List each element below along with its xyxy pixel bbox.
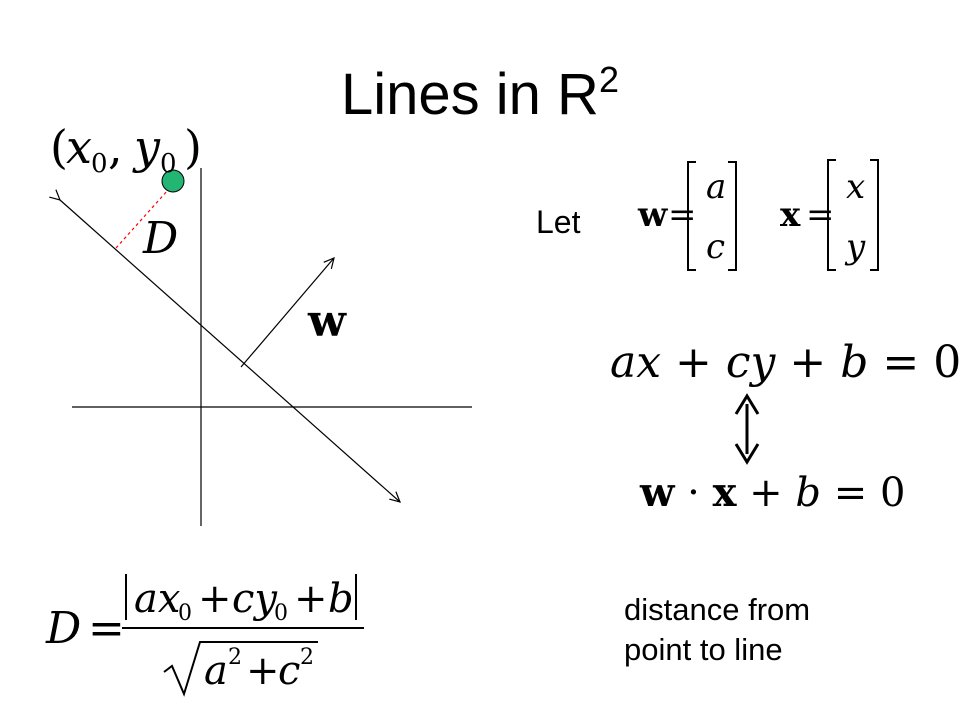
svg-text:x: x: [846, 167, 865, 207]
svg-text:0: 0: [91, 149, 108, 179]
svg-text:x: x: [66, 120, 92, 174]
title-superscript: 2: [598, 59, 619, 100]
svg-text:=: =: [88, 603, 125, 654]
svg-text:D: D: [45, 603, 81, 654]
svg-text:): ): [184, 120, 202, 174]
double-arrow-vertical-icon: [734, 393, 760, 465]
svg-text:c: c: [706, 227, 725, 267]
svg-text:b: b: [328, 576, 354, 622]
svg-text:+: +: [246, 648, 280, 694]
svg-text:(: (: [50, 120, 68, 174]
title-text: Lines in R: [341, 62, 599, 127]
svg-text:2: 2: [300, 645, 314, 670]
svg-text:,: ,: [108, 120, 123, 174]
svg-text:+: +: [294, 576, 328, 622]
slide-title: Lines in R2: [0, 62, 960, 124]
x-vector-definition: x = x y: [780, 159, 879, 271]
point-x0-y0: [161, 169, 185, 193]
caption-line-2: point to line: [624, 632, 783, 667]
line-l: [60, 200, 400, 502]
svg-text:0: 0: [160, 149, 177, 179]
svg-text:2: 2: [228, 645, 242, 670]
svg-text:y: y: [844, 227, 866, 267]
line-equation: ax + cy + b = 0: [610, 337, 960, 388]
dot-product-equation: w · x + b = 0: [639, 469, 905, 516]
svg-text:x: x: [780, 195, 801, 235]
svg-text:a: a: [204, 648, 228, 694]
svg-text:a: a: [706, 167, 726, 207]
point-label: ( x 0 , y 0 ): [50, 120, 202, 179]
normal-label-w: w: [307, 296, 347, 347]
caption: distance from point to line: [624, 590, 810, 670]
normal-vector-w: [240, 258, 334, 368]
w-vector-definition: w = a c: [637, 161, 737, 271]
let-label: Let: [536, 204, 581, 240]
svg-text:c: c: [278, 648, 300, 694]
svg-text:cy: cy: [232, 576, 278, 622]
distance-label-d: D: [142, 213, 178, 264]
svg-text:+: +: [198, 576, 232, 622]
distance-formula: D = ax 0 + cy 0 + b a 2 + c 2: [45, 574, 364, 697]
svg-text:=: =: [668, 195, 697, 235]
svg-text:ax: ax: [134, 576, 180, 622]
caption-line-1: distance from: [624, 592, 811, 627]
svg-text:w: w: [637, 195, 668, 235]
svg-text:0: 0: [178, 601, 192, 626]
distance-segment: [115, 189, 169, 249]
svg-text:0: 0: [274, 601, 288, 626]
svg-text:=: =: [806, 195, 835, 235]
svg-text:y: y: [132, 120, 161, 174]
